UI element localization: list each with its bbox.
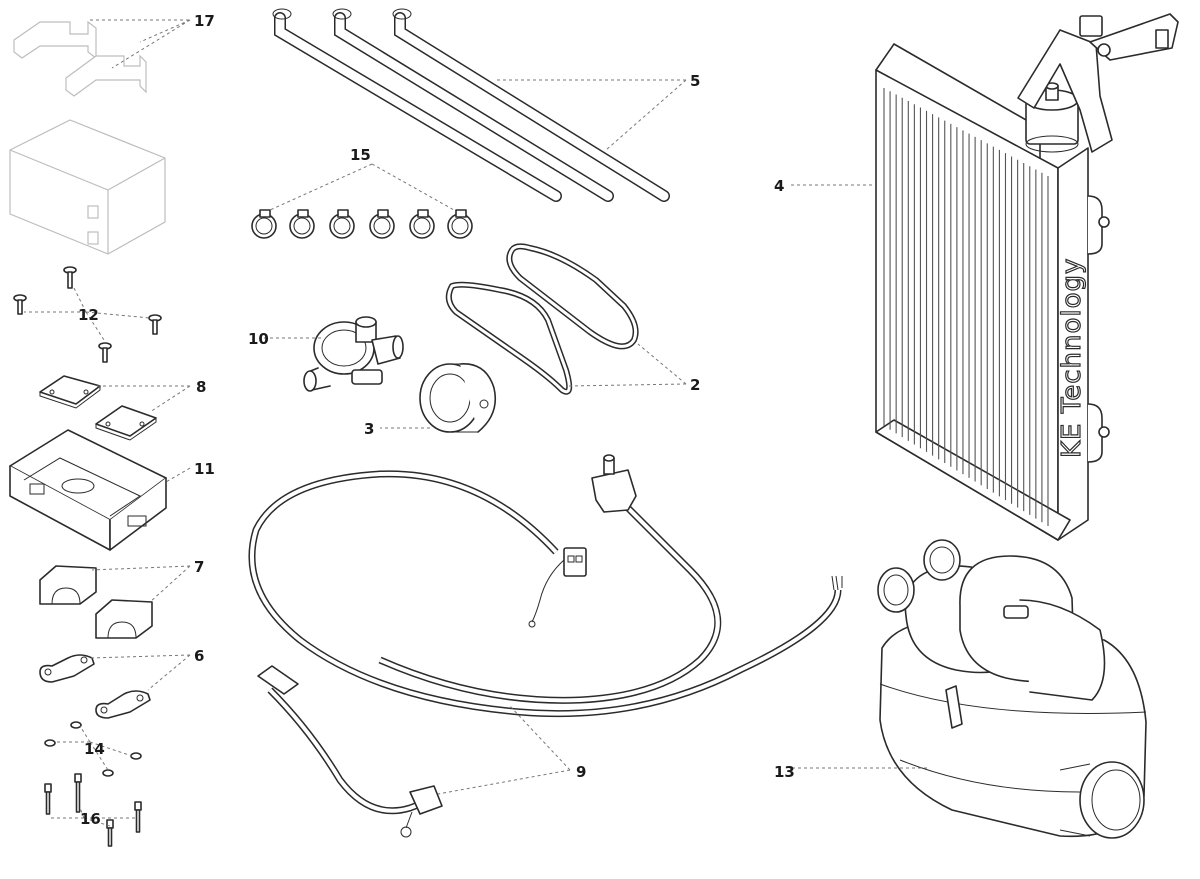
part-17-brackets — [13, 20, 147, 97]
part-7-clamps — [39, 565, 153, 639]
callout-15: 15 — [350, 146, 371, 164]
callout-9: 9 — [576, 763, 586, 781]
callout-4: 4 — [774, 177, 784, 195]
callout-13: 13 — [774, 763, 795, 781]
callout-5: 5 — [690, 72, 700, 90]
callout-8: 8 — [196, 378, 206, 396]
callout-17: 17 — [194, 12, 215, 30]
part-3-collar — [419, 363, 497, 433]
part-6-clips — [39, 654, 151, 719]
ghost-box — [9, 119, 166, 255]
leader-lines — [24, 19, 928, 827]
part-15-hose-clamps — [251, 209, 473, 239]
radiator-filler-cap — [1025, 82, 1079, 153]
part-13-silencer — [877, 539, 1147, 839]
callout-6: 6 — [194, 647, 204, 665]
part-4-radiator: KE Technology — [875, 13, 1179, 541]
part-2-belts — [445, 243, 639, 395]
part-12-screws — [13, 266, 162, 363]
part-8-plates — [39, 375, 157, 441]
part-14-washers — [44, 721, 142, 777]
radiator-top-bracket — [1017, 13, 1179, 153]
radiator-brand-label: KE Technology — [1057, 258, 1087, 458]
callout-10: 10 — [248, 330, 269, 348]
radiator-fins — [883, 88, 1049, 526]
part-10-water-pump — [303, 316, 404, 392]
part-5-tubes — [272, 8, 670, 202]
callout-16: 16 — [80, 810, 101, 828]
callout-2: 2 — [690, 376, 700, 394]
part-11-tray — [9, 429, 167, 551]
callout-7: 7 — [194, 558, 204, 576]
callout-3: 3 — [364, 420, 374, 438]
part-9-wiring-harness — [248, 454, 843, 838]
callout-11: 11 — [194, 460, 215, 478]
callout-12: 12 — [78, 306, 99, 324]
part-16-bolts — [44, 773, 142, 847]
callout-numbers: 17 5 15 4 12 10 2 8 3 11 7 6 14 9 13 16 — [78, 12, 795, 828]
callout-14: 14 — [84, 740, 105, 758]
radiator-mount-bolts — [1087, 195, 1110, 463]
